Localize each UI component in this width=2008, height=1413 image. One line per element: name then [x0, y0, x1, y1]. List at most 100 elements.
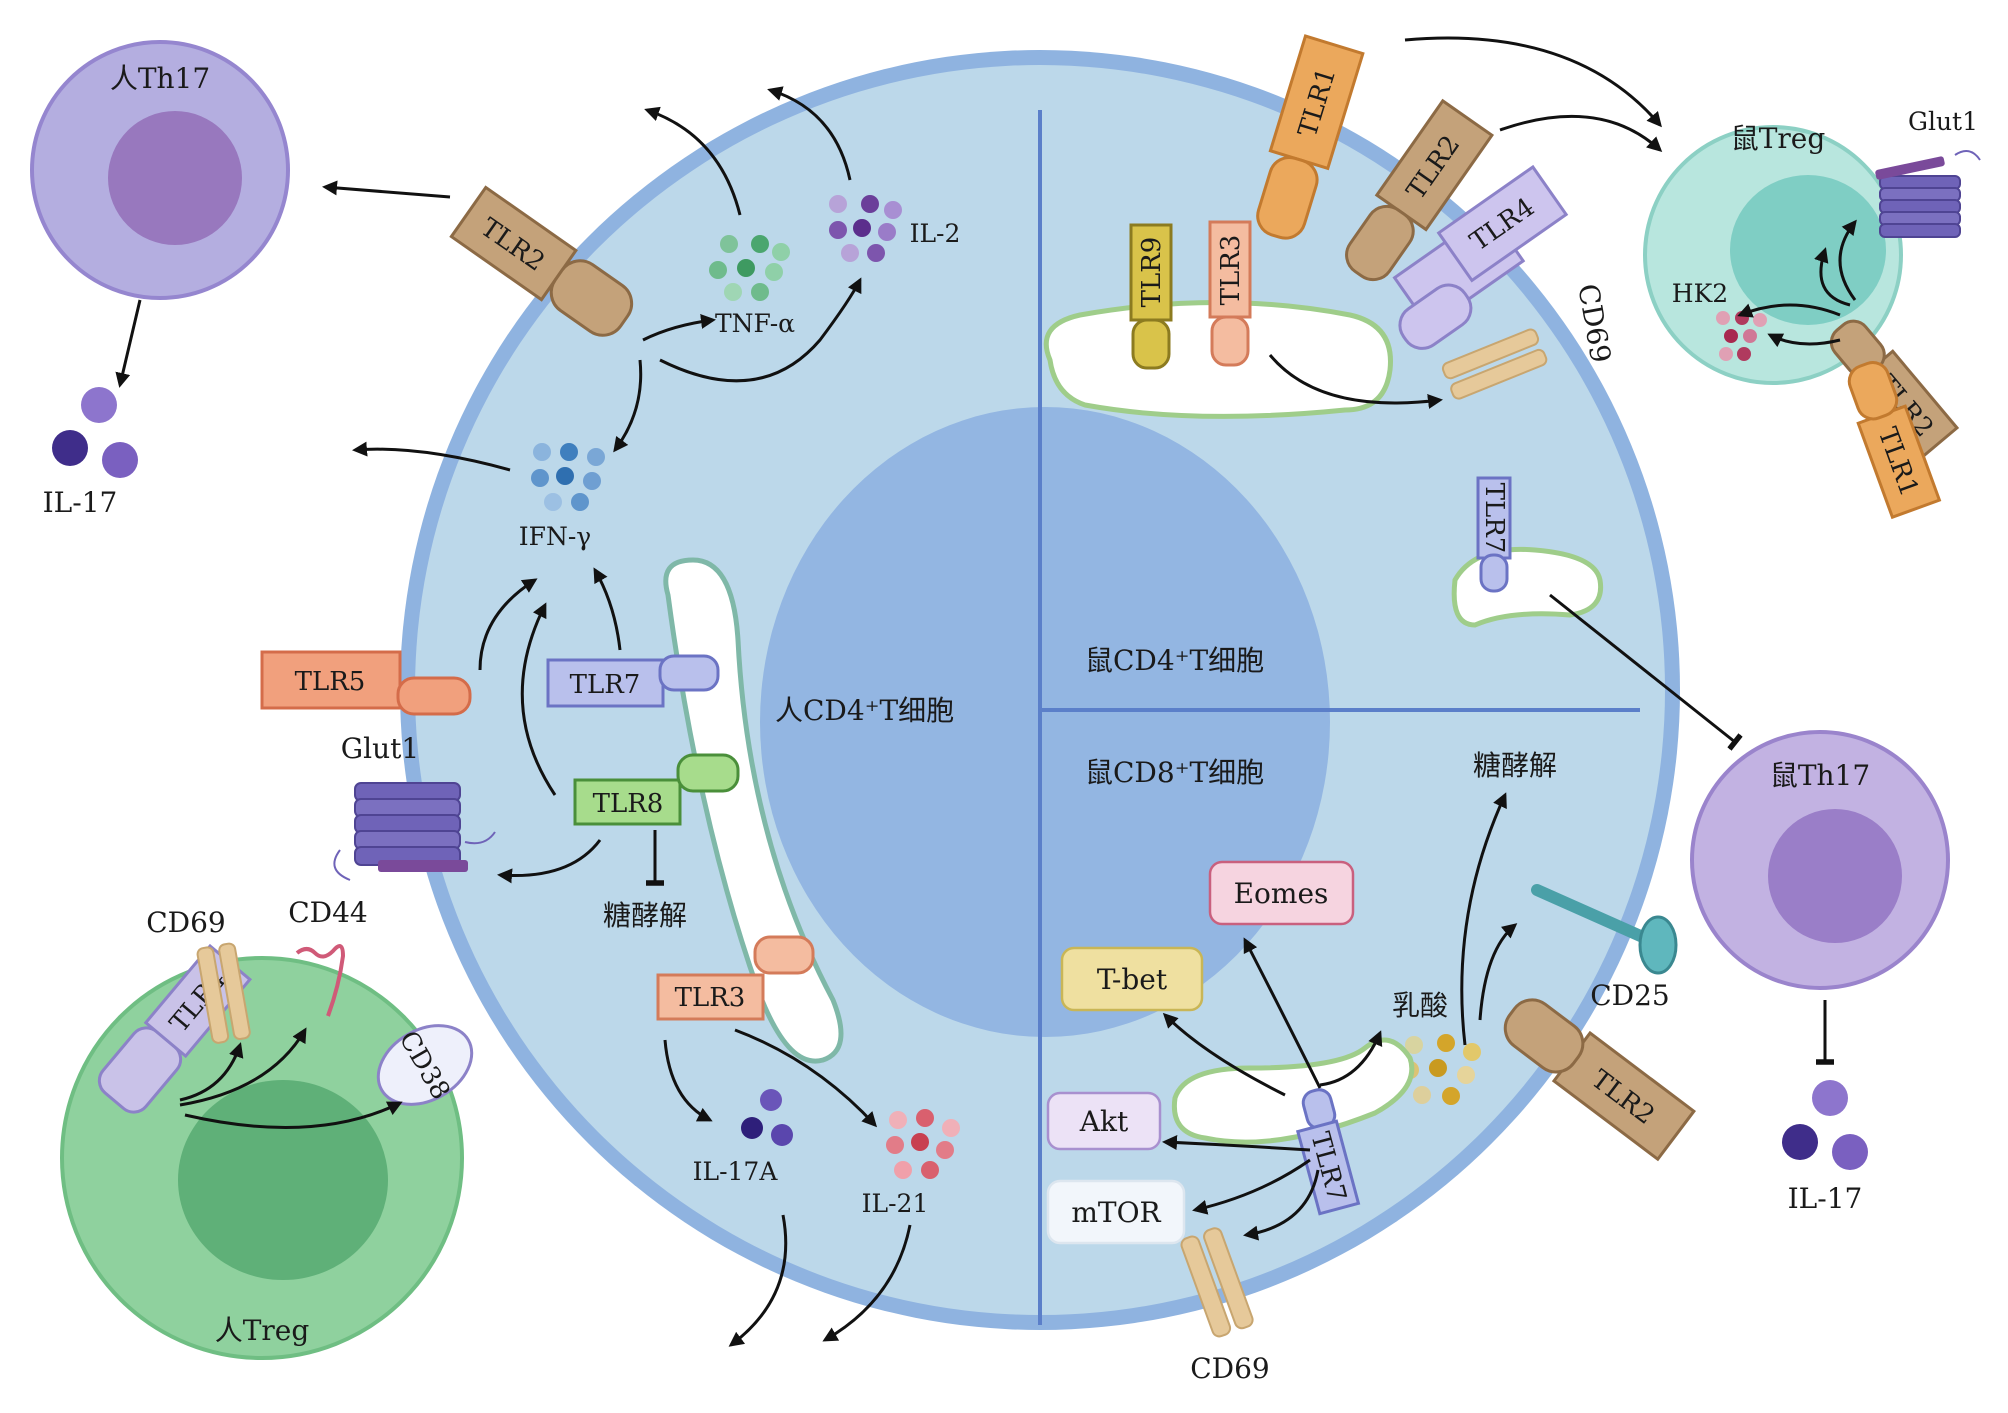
arrow-tlr-glut1	[1838, 219, 1857, 301]
tlr2-ecd	[1503, 998, 1585, 1074]
lactate-cluster	[1401, 1034, 1481, 1105]
lactate-dot	[1463, 1043, 1481, 1061]
cd69-strand	[1450, 348, 1548, 400]
cd38-receptor: CD38	[376, 1024, 474, 1106]
il17-dot	[81, 387, 117, 423]
tlr3-block	[656, 973, 765, 1021]
il2-dot	[884, 201, 902, 219]
tbet-label: T-bet	[1097, 963, 1168, 996]
arrow-tlr3-il21	[734, 1028, 878, 1128]
ifn-dot	[531, 469, 549, 487]
glycolysis-right-label: 糖酵解	[1473, 749, 1557, 782]
il21-dot	[942, 1119, 960, 1137]
treg-cd69	[196, 942, 251, 1044]
arrow-th17-il17	[115, 299, 142, 388]
human-tlr3-receptor: TLR3	[656, 935, 815, 1021]
il21-dot	[894, 1161, 912, 1179]
mouse-tlr1-receptor: TLR1	[1256, 34, 1365, 240]
ifn-dot	[583, 472, 601, 490]
tlr5-ecd	[396, 676, 472, 716]
il21-dot	[886, 1136, 904, 1154]
akt-box: Akt	[1046, 1091, 1162, 1151]
tlr2-ecd	[549, 259, 634, 337]
cd25-head	[1638, 915, 1678, 975]
arrow-tlr1-mtreg	[1404, 36, 1662, 128]
il17-right-label: IL-17	[1788, 1182, 1863, 1215]
cd8-tlr2-receptor: TLR2	[1503, 998, 1696, 1162]
mouse-tlr3-receptor: TLR3	[1208, 220, 1252, 367]
tlr3-block	[1208, 220, 1252, 319]
hk2-cluster: HK2	[1672, 279, 1767, 361]
arrow-il17a-out	[728, 1214, 788, 1347]
cd69-strand	[1203, 1227, 1254, 1330]
hk2-label: HK2	[1672, 279, 1728, 308]
mouse-treg-label: 鼠Treg	[1731, 122, 1826, 155]
ifn-dot	[544, 493, 562, 511]
mtor-box: mTOR	[1046, 1179, 1186, 1245]
eomes-box: Eomes	[1208, 860, 1355, 926]
human-tlr5-label: TLR5	[295, 667, 366, 697]
arrow-tlr2-tnf	[642, 314, 716, 342]
glut1-right-transporter: Glut1	[1875, 107, 1981, 238]
tbet-box: T-bet	[1060, 946, 1204, 1012]
tnf-cluster: TNF-α	[709, 235, 795, 338]
human-tlr7-label: TLR7	[570, 670, 641, 700]
human-treg-label: 人Treg	[215, 1314, 310, 1347]
lactate-label: 乳酸	[1392, 989, 1448, 1022]
human-tlr3-label: TLR3	[675, 983, 746, 1013]
tnf-dot	[724, 283, 742, 301]
human-tlr8-label: TLR8	[593, 789, 664, 819]
arrow-tlr5-ifn	[478, 578, 538, 671]
tlr7-ecd	[658, 654, 720, 692]
ifn-dot	[556, 467, 574, 485]
lactate-dot	[1413, 1086, 1431, 1104]
arrow-tlr4-cd38	[184, 1101, 403, 1129]
mouse-th17-nucleus	[1768, 809, 1902, 943]
tlr5-block	[260, 650, 402, 710]
hk2-dot	[1716, 311, 1730, 325]
cd44-squiggle	[295, 944, 346, 1017]
il2-dot	[861, 195, 879, 213]
arrow-tlr2-glycolysis	[1460, 792, 1507, 1046]
arrow-tlr2-cd25	[1478, 923, 1518, 1021]
il17-dot	[52, 430, 88, 466]
hk2-dot	[1719, 347, 1733, 361]
tlr1-ecd	[1847, 361, 1899, 421]
il21-dot	[936, 1141, 954, 1159]
arrow-tlr2-mtreg	[1499, 114, 1663, 153]
il2-dot	[878, 223, 896, 241]
ifn-dot	[571, 493, 589, 511]
cd69-strand	[1441, 328, 1540, 380]
tnf-dot	[737, 259, 755, 277]
il17-dot	[1782, 1124, 1818, 1160]
lactate-dot	[1437, 1034, 1455, 1052]
tlr9-ecd	[1131, 318, 1171, 370]
cd25-stalk	[1531, 884, 1651, 944]
tnf-label: TNF-α	[715, 309, 795, 338]
tlr8-ecd	[676, 753, 740, 793]
mouse-th17-label: 鼠Th17	[1770, 759, 1870, 792]
eomes-label: Eomes	[1234, 877, 1329, 910]
lactate-dot	[1442, 1087, 1460, 1105]
hk2-dot	[1737, 347, 1751, 361]
tnf-dot	[720, 235, 738, 253]
ifn-label: IFN-γ	[519, 522, 592, 551]
il17-right-cluster: IL-17	[1782, 1080, 1868, 1215]
il2-cluster: IL-2	[829, 195, 960, 262]
human-treg-nucleus	[178, 1080, 388, 1280]
cd69-strand	[196, 946, 230, 1044]
mouse-th17-cell: 鼠Th17	[1690, 730, 1950, 990]
mouse-tlr7-label: TLR7	[1479, 483, 1509, 554]
mouse-er-mid	[1451, 546, 1604, 628]
il21-dot	[889, 1111, 907, 1129]
arrow-il21-out	[822, 1224, 912, 1342]
akt-rect	[1046, 1091, 1162, 1151]
arrow-tlr8-glut1	[497, 839, 602, 884]
il17-dot	[1832, 1134, 1868, 1170]
arrow-tlr7-akt	[1162, 1135, 1311, 1152]
cd69-strand	[218, 942, 251, 1041]
arrow-tlr-glut1-b	[1814, 247, 1851, 307]
tnf-dot	[751, 235, 769, 253]
il21-label: IL-21	[862, 1189, 929, 1218]
il17-dot	[1812, 1080, 1848, 1116]
